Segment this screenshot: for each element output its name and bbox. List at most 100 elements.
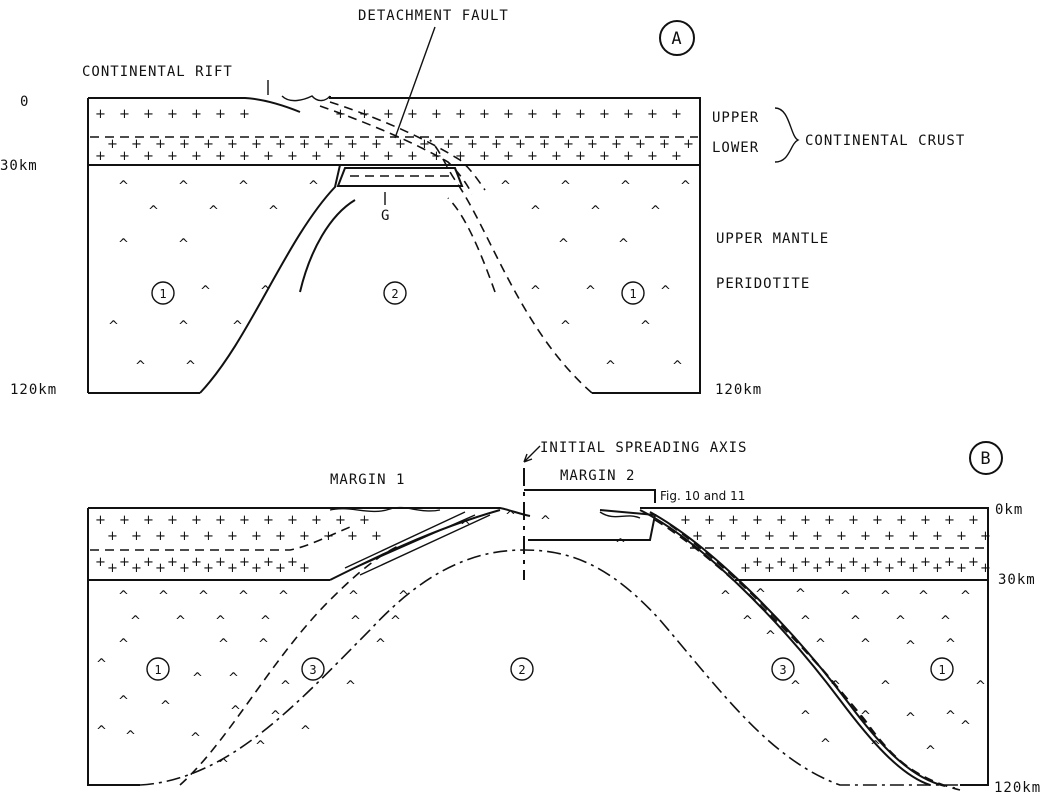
crust-symbol: +	[752, 513, 763, 528]
panel-a-mantle-boundary-right	[430, 140, 592, 393]
crust-symbol: +	[980, 529, 991, 544]
crust-symbol: +	[599, 107, 610, 122]
crust-symbol: +	[143, 555, 154, 570]
mantle-symbol: ^	[218, 637, 229, 652]
svg-text:1: 1	[154, 663, 161, 677]
crust-symbol: +	[647, 149, 658, 164]
mantle-symbol: ^	[720, 589, 731, 604]
crust-symbol: +	[335, 149, 346, 164]
crust-symbol: +	[491, 137, 502, 152]
crust-symbol: +	[956, 529, 967, 544]
crust-symbol: +	[371, 529, 382, 544]
mantle-symbol: ^	[590, 204, 601, 219]
mantle-symbol: ^	[672, 359, 683, 374]
crust-symbol: +	[647, 107, 658, 122]
crust-symbol: +	[323, 137, 334, 152]
panel-b-depth-30: 30km	[998, 572, 1036, 588]
mantle-symbol: ^	[308, 179, 319, 194]
panel-b-mantle-symbols: ^^^^^^^^^^^^^^^^^^^^^^^^^^^^^^^^^^^^^^^^…	[96, 509, 986, 772]
crust-symbol: +	[107, 137, 118, 152]
crust-symbol: +	[179, 529, 190, 544]
crust-symbol: +	[527, 149, 538, 164]
mantle-symbol: ^	[618, 237, 629, 252]
crust-symbol: +	[740, 529, 751, 544]
crust-symbol: +	[215, 555, 226, 570]
crust-symbol: +	[299, 561, 310, 576]
crust-symbol: +	[539, 137, 550, 152]
crust-symbol: +	[143, 513, 154, 528]
crust-symbol: +	[932, 561, 943, 576]
crust-symbol: +	[968, 555, 979, 570]
crust-symbol: +	[764, 529, 775, 544]
mantle-symbol: ^	[280, 679, 291, 694]
mantle-symbol: ^	[260, 284, 271, 299]
mantle-symbol: ^	[118, 694, 129, 709]
crust-symbol: +	[764, 561, 775, 576]
crust-symbol: +	[383, 107, 394, 122]
crust-symbol: +	[323, 529, 334, 544]
mantle-symbol: ^	[860, 709, 871, 724]
crust-symbol: +	[671, 149, 682, 164]
crust-brace	[775, 108, 798, 162]
margin-2-bracket	[524, 490, 655, 503]
crust-symbol: +	[359, 107, 370, 122]
crust-symbol: +	[956, 561, 967, 576]
crust-symbol: +	[263, 513, 274, 528]
crust-symbol: +	[575, 149, 586, 164]
crust-symbol: +	[800, 513, 811, 528]
fig-reference-label: Fig. 10 and 11	[660, 489, 745, 503]
continental-rift-label: CONTINENTAL RIFT	[82, 64, 233, 80]
mantle-symbol: ^	[650, 204, 661, 219]
margin-2-label: MARGIN 2	[560, 468, 635, 484]
mantle-symbol: ^	[880, 589, 891, 604]
mantle-symbol: ^	[260, 614, 271, 629]
mantle-symbol: ^	[198, 589, 209, 604]
crust-symbol: +	[203, 529, 214, 544]
crust-symbol: +	[251, 561, 262, 576]
panel-a-inner-arrow-left	[300, 200, 355, 292]
panel-b-domain-right: 1	[931, 658, 953, 680]
crust-symbol: +	[107, 529, 118, 544]
crust-symbol: +	[215, 149, 226, 164]
crust-symbol: +	[263, 149, 274, 164]
mantle-symbol: ^	[278, 589, 289, 604]
mantle-symbol: ^	[96, 657, 107, 672]
mantle-symbol: ^	[96, 724, 107, 739]
mantle-symbol: ^	[615, 537, 626, 552]
panel-a: A DETACHMENT FAULT CONTINENTAL RIFT 0 30…	[0, 8, 965, 398]
crust-symbol: +	[191, 513, 202, 528]
mantle-symbol: ^	[500, 179, 511, 194]
crust-symbol: +	[347, 529, 358, 544]
crust-symbol: +	[800, 555, 811, 570]
crust-symbol: +	[299, 137, 310, 152]
crust-symbol: +	[131, 561, 142, 576]
crust-symbol: +	[431, 149, 442, 164]
crust-symbol: +	[776, 513, 787, 528]
crust-symbol: +	[467, 137, 478, 152]
crust-symbol: +	[884, 561, 895, 576]
crust-symbol: +	[659, 137, 670, 152]
crust-symbol: +	[239, 149, 250, 164]
mantle-symbol: ^	[815, 637, 826, 652]
crust-symbol: +	[752, 555, 763, 570]
mantle-symbol: ^	[795, 587, 806, 602]
mantle-symbol: ^	[945, 709, 956, 724]
crust-symbol: +	[299, 529, 310, 544]
mantle-symbol: ^	[460, 519, 471, 534]
panel-b-depth-120: 120km	[994, 780, 1041, 796]
crust-symbol: +	[239, 555, 250, 570]
mantle-symbol: ^	[895, 614, 906, 629]
panel-b-letter: B	[980, 449, 991, 469]
mantle-symbol: ^	[345, 679, 356, 694]
crust-symbol: +	[623, 149, 634, 164]
crust-symbol: +	[683, 137, 694, 152]
crust-symbol: +	[167, 149, 178, 164]
mantle-symbol: ^	[130, 614, 141, 629]
crust-symbol: +	[455, 107, 466, 122]
crust-symbol: +	[287, 513, 298, 528]
crust-symbol: +	[860, 561, 871, 576]
mantle-symbol: ^	[118, 179, 129, 194]
crust-symbol: +	[383, 149, 394, 164]
panel-b-margin1-taper	[330, 510, 500, 580]
